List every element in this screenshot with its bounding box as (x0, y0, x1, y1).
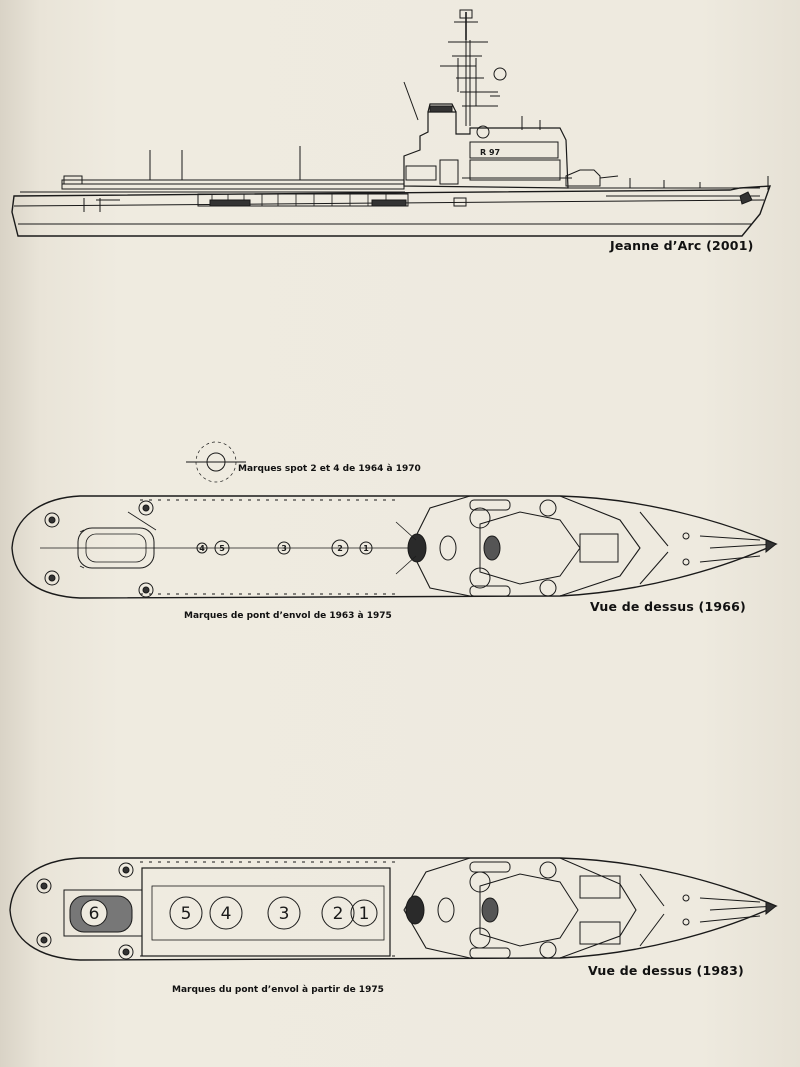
hull-number: R 97 (480, 148, 500, 157)
caption-deck-marks-from-1975: Marques du pont d’envol à partir de 1975 (172, 985, 384, 995)
top-view-1983-drawing: 6 5 4 3 2 1 (9, 857, 778, 961)
side-profile-drawing: R 97 (11, 9, 772, 237)
deck-spots-1983: 6 5 4 3 2 1 (89, 904, 370, 924)
top-view-1966-drawing: 5 4 3 2 1 (11, 441, 778, 599)
caption-deck-marks-1963-1975: Marques de pont d’envol de 1963 à 1975 (184, 611, 392, 621)
spot-label: 1 (359, 904, 370, 924)
spot-mark-symbol (186, 441, 246, 483)
spot-label: 4 (199, 544, 205, 553)
caption-side-view: Jeanne d’Arc (2001) (610, 238, 754, 253)
caption-spot-marks: Marques spot 2 et 4 de 1964 à 1970 (238, 464, 421, 474)
spot-label: 1 (363, 544, 369, 553)
caption-top-view-1983: Vue de dessus (1983) (588, 963, 744, 978)
spot-label: 2 (337, 544, 343, 553)
spot-label: 6 (89, 904, 100, 924)
spot-label: 5 (219, 544, 225, 553)
spot-label: 3 (281, 544, 287, 553)
deck-spots-1966 (196, 539, 373, 557)
spot-label: 4 (221, 904, 232, 924)
spot-label: 3 (279, 904, 290, 924)
spot-label: 5 (181, 904, 192, 924)
caption-top-view-1966: Vue de dessus (1966) (590, 599, 746, 614)
spot-label: 2 (333, 904, 344, 924)
